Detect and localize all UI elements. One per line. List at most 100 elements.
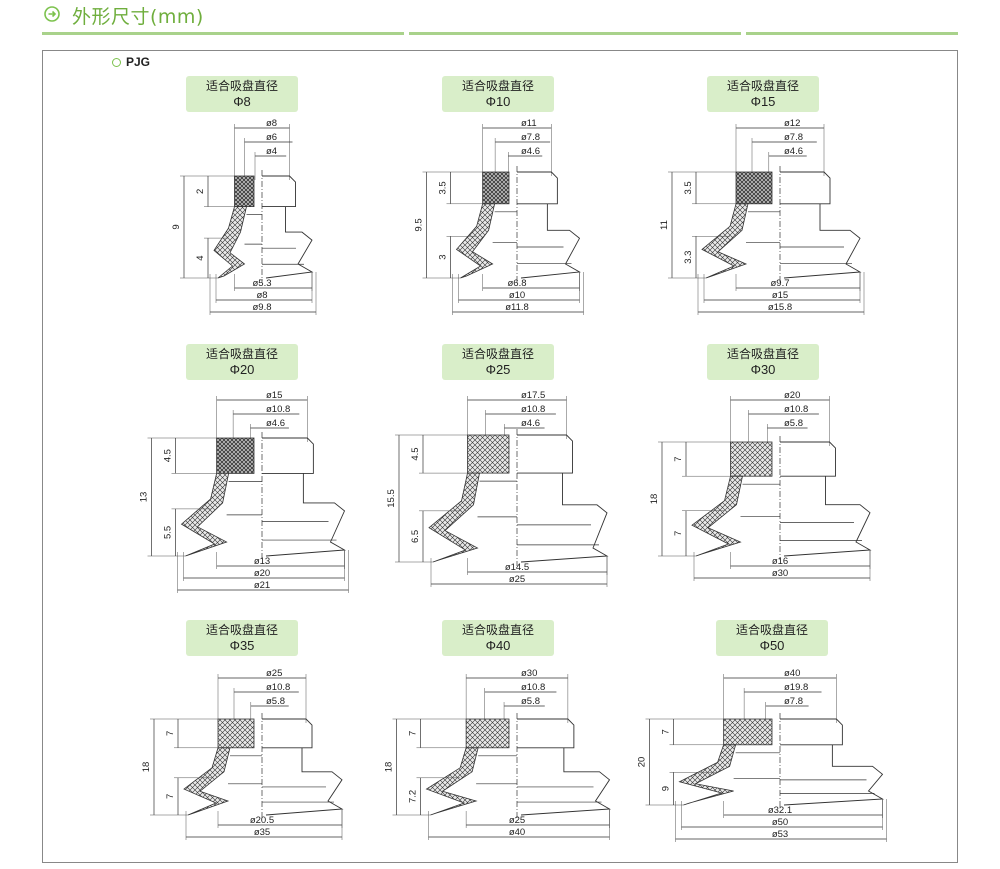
bellows-section (180, 473, 230, 557)
bellows-section (691, 475, 743, 557)
header-label: 适合吸盘直径 (461, 79, 534, 93)
upper-height-label: 7 (408, 731, 419, 736)
height-label: 9.5 (414, 218, 425, 231)
bottom-diameter-label: ø25 (509, 574, 525, 585)
top-diameter-label: ø19.8 (784, 682, 808, 693)
bottom-diameter-label: ø21 (254, 580, 270, 591)
top-diameter-label: ø4.6 (784, 146, 803, 157)
upper-height-label: 4.5 (163, 449, 174, 462)
bottom-diameter-label: ø40 (509, 827, 525, 838)
bellows-section (428, 472, 480, 563)
upper-height-label: 4.5 (410, 447, 421, 460)
top-diameter-label: ø17.5 (521, 390, 545, 401)
height-label: 18 (384, 762, 395, 773)
bottom-diameter-label: ø15.8 (768, 302, 792, 313)
cup-outline (517, 718, 612, 816)
hatched-section (482, 171, 510, 205)
height-label: 13 (139, 492, 150, 503)
bottom-diameter-label: ø8 (256, 290, 267, 301)
hatched-section (234, 175, 255, 208)
upper-height-label: 3.5 (438, 181, 449, 194)
section-title: 外形尺寸(mm) (72, 6, 204, 28)
bellows-section (455, 203, 496, 279)
upper-height-label: 7 (661, 729, 672, 734)
top-diameter-label: ø7.8 (784, 132, 803, 143)
top-diameter-label: ø10.8 (784, 404, 808, 415)
header-label: 适合吸盘直径 (461, 623, 534, 637)
arrow-circle-icon (44, 6, 60, 22)
height-label: 15.5 (386, 489, 397, 508)
bottom-diameter-label: ø35 (254, 827, 270, 838)
cup-outline (517, 171, 581, 279)
hatched-section (217, 718, 255, 749)
title-rule (409, 32, 741, 35)
bottom-diameter-label: ø6.8 (507, 278, 526, 289)
top-diameter-label: ø4.6 (521, 418, 540, 429)
top-diameter-label: ø4.6 (521, 146, 540, 157)
height-label: 18 (141, 762, 152, 773)
bottom-diameter-label: ø14.5 (505, 562, 529, 573)
height-label: 20 (637, 757, 648, 768)
header-label: 适合吸盘直径 (726, 347, 799, 361)
header-label: 适合吸盘直径 (205, 623, 278, 637)
cup-diameter: Φ40 (485, 638, 511, 653)
series-label: PJG (126, 55, 151, 69)
header-label: 适合吸盘直径 (726, 79, 799, 93)
top-diameter-label: ø11 (521, 118, 537, 129)
header-label: 适合吸盘直径 (205, 347, 278, 361)
cup-outline (517, 434, 609, 563)
height-label: 9 (171, 224, 182, 229)
top-diameter-label: ø12 (784, 118, 800, 129)
top-diameter-label: ø5.8 (521, 696, 540, 707)
bottom-diameter-label: ø13 (254, 556, 270, 567)
top-diameter-label: ø7.8 (784, 696, 803, 707)
top-diameter-label: ø15 (266, 390, 282, 401)
bellows-section (701, 203, 749, 279)
hatched-section (730, 441, 773, 477)
cup-outline (262, 437, 346, 557)
hatched-section (467, 434, 510, 474)
cup-diameter: Φ50 (759, 638, 785, 653)
bellows-section (183, 747, 231, 816)
top-diameter-label: ø10.8 (266, 682, 290, 693)
bottom-diameter-label: ø16 (772, 556, 788, 567)
top-diameter-label: ø5.8 (266, 696, 285, 707)
upper-height-label: 3.5 (683, 181, 694, 194)
top-diameter-label: ø10.8 (266, 404, 290, 415)
top-diameter-label: ø40 (784, 668, 800, 679)
cup-diameter: Φ8 (233, 94, 251, 109)
cup-diameter: Φ25 (485, 362, 511, 377)
hatched-section (216, 437, 255, 474)
top-diameter-label: ø30 (521, 668, 537, 679)
top-diameter-label: ø25 (266, 668, 282, 679)
lower-height-label: 3.3 (683, 251, 694, 264)
series-bullet-icon (112, 58, 121, 67)
bottom-diameter-label: ø15 (772, 290, 788, 301)
bottom-diameter-label: ø25 (509, 815, 525, 826)
top-diameter-label: ø4.6 (266, 418, 285, 429)
bottom-diameter-label: ø53 (772, 829, 788, 840)
top-diameter-label: ø5.8 (784, 418, 803, 429)
cup-diameter: Φ10 (485, 94, 511, 109)
lower-height-label: 9 (661, 786, 672, 791)
top-diameter-label: ø10.8 (521, 682, 545, 693)
cup-diameter: Φ20 (229, 362, 255, 377)
bellows-section (678, 744, 737, 806)
cup-diameter: Φ30 (750, 362, 776, 377)
lower-height-label: 7.2 (408, 790, 419, 803)
upper-height-label: 7 (165, 731, 176, 736)
bottom-diameter-label: ø20 (254, 568, 270, 579)
